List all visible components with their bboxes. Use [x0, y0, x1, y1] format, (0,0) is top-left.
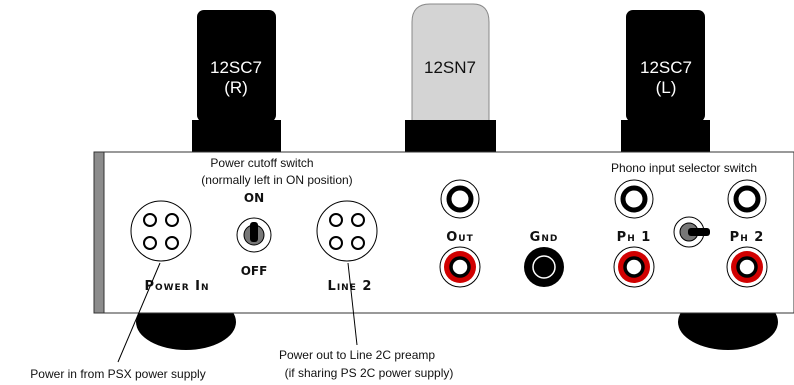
connector-pin — [351, 236, 365, 250]
post-center — [532, 255, 556, 279]
power-switch-on-label: ON — [244, 191, 264, 205]
tube-channel-label: (R) — [224, 78, 248, 97]
tube-glass — [626, 10, 705, 122]
line2-callout-line — [347, 262, 358, 346]
power-toggle-switch[interactable] — [236, 217, 272, 253]
ph1-jack-red[interactable] — [613, 246, 655, 288]
tube-glass — [197, 10, 276, 122]
line2-callout-text-line2: (if sharing PS 2C power supply) — [285, 366, 454, 380]
jack-socket — [620, 185, 648, 213]
power-switch-off-label: OFF — [241, 264, 268, 278]
power-in-callout-line — [117, 262, 161, 363]
tube-base — [192, 120, 281, 152]
gnd-label: Gnd — [530, 230, 559, 245]
jack-socket — [446, 185, 474, 213]
tube-base — [405, 120, 496, 152]
tube-glass — [411, 3, 490, 127]
ph2-jack-red[interactable] — [726, 246, 768, 288]
ph1-label: Ph 1 — [617, 230, 652, 245]
connector-body — [316, 200, 378, 262]
tube-channel-label: (L) — [656, 78, 677, 97]
power-switch-caption-line1: Power cutoff switch — [210, 156, 313, 170]
phono-selector-switch[interactable] — [673, 216, 710, 248]
ph1-jack-white[interactable] — [614, 179, 654, 219]
jack-socket — [733, 185, 761, 213]
line2-label: Line 2 — [328, 279, 373, 294]
connector-pin — [165, 236, 179, 250]
tube-12sc7-left: 12SC7 (L) — [621, 10, 710, 152]
tube-type-label: 12SC7 — [640, 58, 692, 77]
connector-pin — [329, 236, 343, 250]
switch-lever — [250, 222, 258, 242]
power-in-connector — [130, 200, 192, 262]
connector-pin — [165, 213, 179, 227]
out-jack-white[interactable] — [440, 179, 480, 219]
jack-socket — [449, 256, 471, 278]
ph2-jack-white[interactable] — [727, 179, 767, 219]
power-in-callout-text: Power in from PSX power supply — [30, 367, 205, 381]
switch-lever — [688, 228, 710, 236]
out-jack-red[interactable] — [439, 246, 481, 288]
connector-pin — [143, 213, 157, 227]
line2-callout-text-line1: Power out to Line 2C preamp — [279, 348, 435, 362]
ground-post[interactable] — [524, 247, 564, 287]
connector-body — [130, 200, 192, 262]
power-switch-caption-line2: (normally left in ON position) — [201, 173, 352, 187]
power-in-label: Power In — [144, 279, 209, 294]
panel-left-edge — [93, 151, 105, 314]
line2-connector — [316, 200, 378, 262]
tube-12sn7-center: 12SN7 — [405, 3, 496, 152]
tube-type-label: 12SC7 — [210, 58, 262, 77]
connector-pin — [143, 236, 157, 250]
ph2-label: Ph 2 — [730, 230, 765, 245]
tube-base — [621, 120, 710, 152]
tube-type-label: 12SN7 — [424, 58, 476, 77]
jack-socket — [736, 256, 758, 278]
connector-pin — [329, 213, 343, 227]
phono-selector-caption: Phono input selector switch — [611, 161, 757, 175]
out-label: Out — [446, 230, 474, 245]
jack-socket — [623, 256, 645, 278]
connector-pin — [351, 213, 365, 227]
tube-12sc7-right: 12SC7 (R) — [192, 10, 281, 152]
